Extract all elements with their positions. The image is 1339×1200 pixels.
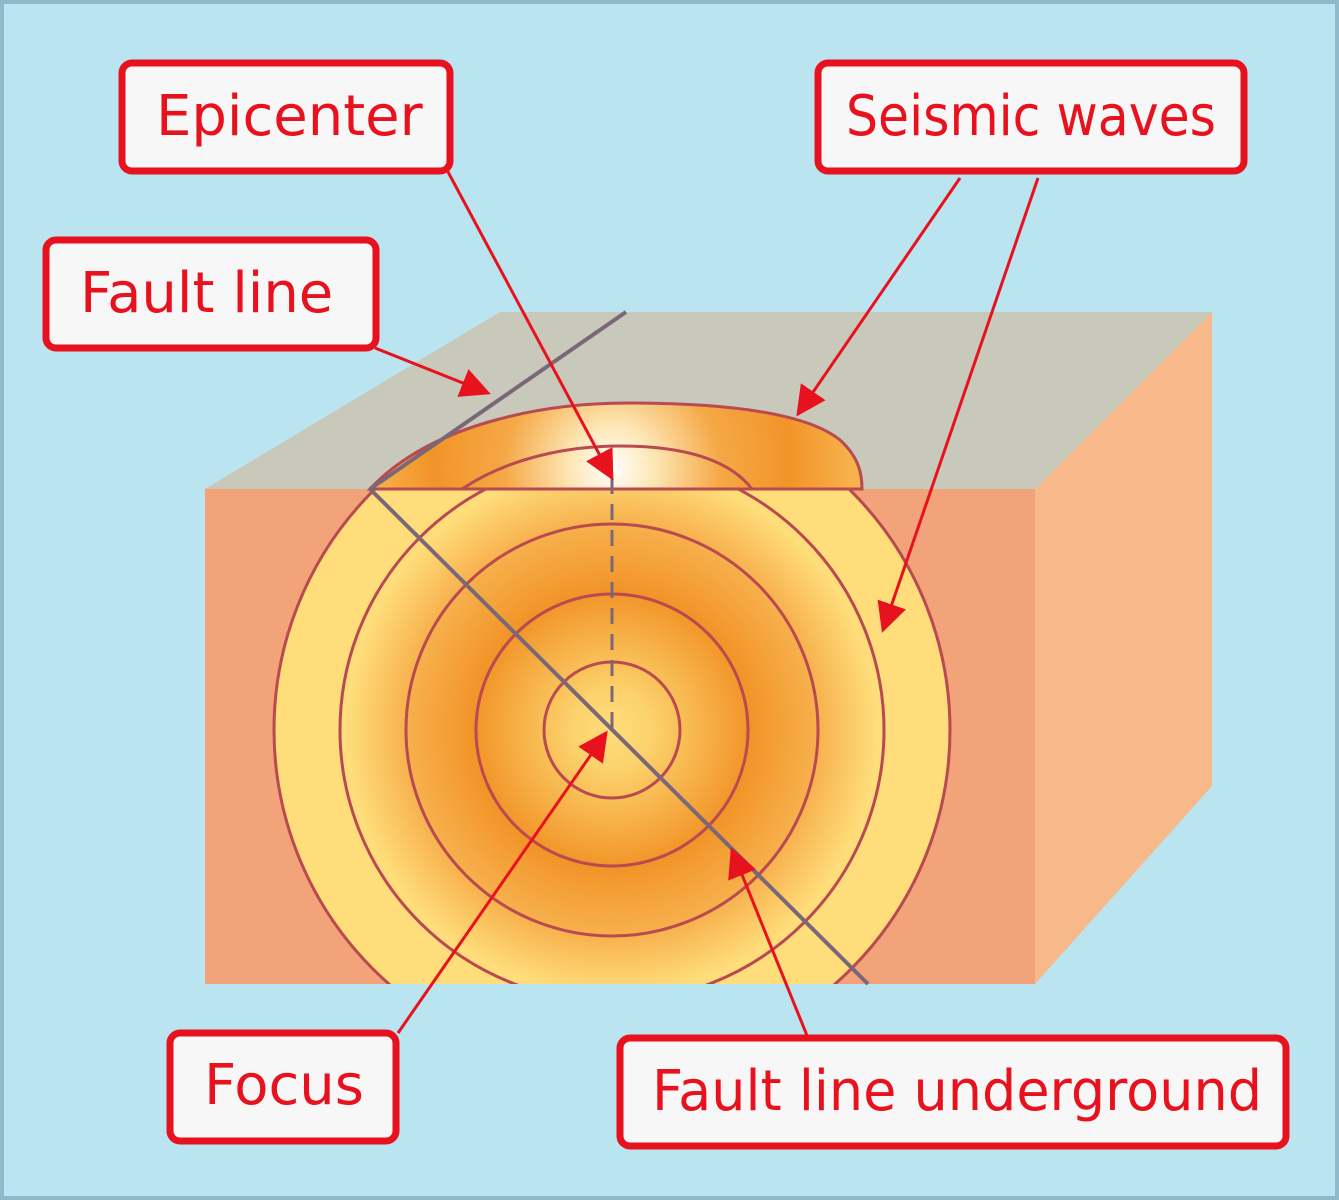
surface-wave-ring (461, 444, 754, 491)
label-epicenter-text: Epicenter (156, 84, 424, 149)
label-fault-line-text: Fault line (80, 261, 333, 326)
arrow-focus (396, 730, 608, 1034)
label-focus: Focus (166, 1029, 400, 1145)
fault-line-underground (368, 487, 870, 986)
block-side-face (1035, 312, 1212, 984)
arrow-seismic-waves-surface (796, 177, 962, 417)
arrow-seismic-waves-underground (877, 177, 1040, 633)
arrow-fault-line (374, 346, 491, 397)
label-seismic-waves-text: Seismic waves (846, 84, 1216, 149)
wave-ring-4 (338, 489, 886, 984)
label-arrows (374, 169, 1040, 1039)
label-fault-line-underground-text: Fault line underground (652, 1059, 1262, 1124)
arrow-fault-line-underground (728, 847, 810, 1039)
label-seismic-waves: Seismic waves (814, 59, 1248, 175)
label-epicenter: Epicenter (118, 59, 454, 175)
label-focus-text: Focus (204, 1053, 364, 1118)
seismic-waves-surface (366, 401, 864, 491)
label-fault-line-underground: Fault line underground (616, 1034, 1290, 1150)
arrow-epicenter (445, 169, 614, 481)
label-fault-line: Fault line (42, 236, 380, 352)
seismic-waves-underground (272, 489, 952, 984)
fault-line-surface (368, 310, 628, 491)
wave-ring-3 (404, 522, 820, 938)
wave-ring-5 (272, 489, 952, 984)
